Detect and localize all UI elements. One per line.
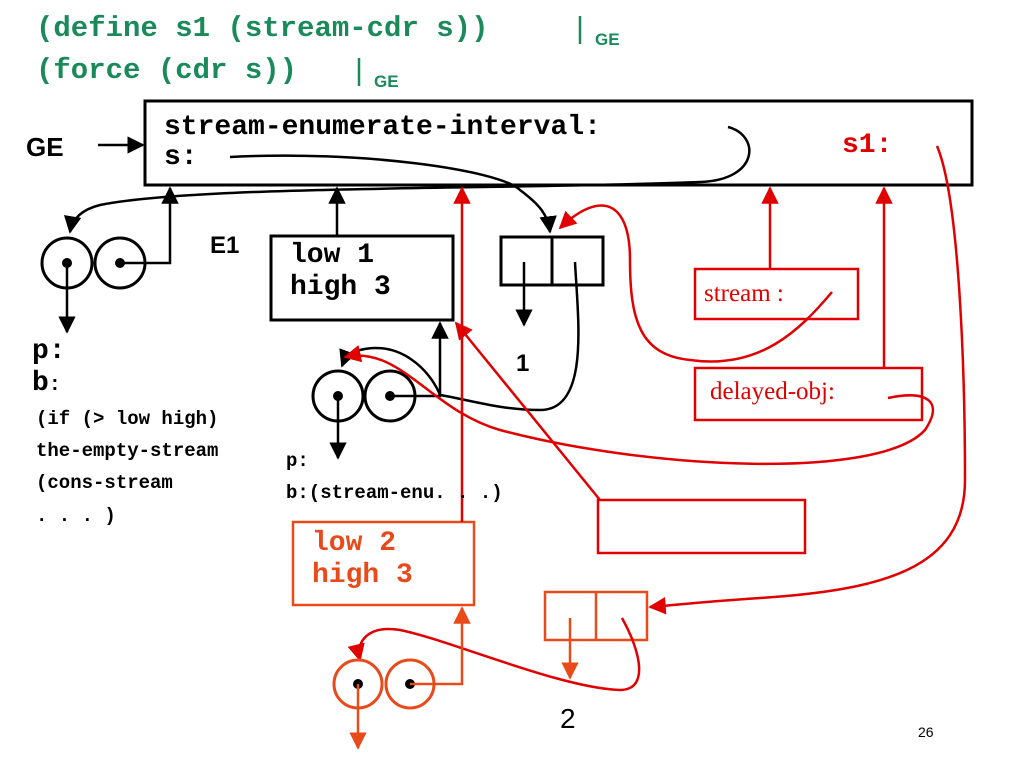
stream-pair-1 [439, 235, 605, 412]
ge-label: GE [26, 132, 64, 162]
s-binding-arrow [229, 154, 557, 234]
ge-binding-s1: s1: [842, 130, 893, 161]
stream-object-label: stream : [704, 280, 784, 307]
pair2-car-value: 2 [560, 703, 576, 734]
procedure-body-line-3: (cons-stream [36, 472, 173, 494]
slide-number: 26 [918, 724, 934, 740]
e2-binding-high: high 3 [312, 560, 413, 591]
orange-procedure-object [332, 606, 471, 750]
procedure-body-line-2: the-empty-stream [36, 440, 219, 462]
header-line-2: (force (cdr s)) [36, 54, 298, 87]
ge-binding-s: s: [164, 142, 198, 173]
e2-frame [291, 520, 476, 607]
ge-binding-sei: stream-enumerate-interval: [164, 112, 601, 143]
procedure-param: p: [32, 336, 66, 367]
empty-red-box [596, 498, 807, 555]
empty-box-to-e1-arrow [454, 321, 601, 501]
e1-frame [269, 234, 455, 322]
e1-label: E1 [210, 232, 240, 259]
procedure-object [40, 186, 179, 334]
header-line-1: (define s1 (stream-cdr s)) [36, 12, 489, 45]
delayed-to-proc-arrow [343, 345, 935, 466]
s1-binding-arrow [648, 145, 967, 615]
stream-pair-2 [347, 590, 649, 692]
inner-procedure-object [311, 321, 449, 460]
inner-procedure-param: p: [286, 450, 309, 472]
procedure-body-letter: b [32, 368, 49, 399]
delayed-obj-box [693, 366, 924, 422]
e1-binding-low: low 1 [290, 240, 375, 271]
pair-car-value: 1 [516, 350, 530, 377]
stream-to-pair-arrow [558, 204, 833, 363]
procedure-body-line-1: (if (> low high) [36, 408, 219, 430]
inner-procedure-body: b:(stream-enu. . .) [286, 482, 503, 504]
e2-binding-low: low 2 [312, 528, 397, 559]
stream-object-box [693, 267, 860, 321]
delayed-obj-label: delayed-obj: [710, 378, 835, 405]
procedure-body-line-4: . . . ) [36, 505, 116, 527]
header-line-1-env: GE [595, 30, 620, 49]
procedure-body-label: b: [32, 368, 61, 399]
procedure-body-colon: : [48, 374, 61, 397]
sei-binding-arrow [63, 125, 751, 234]
header-line-2-env: GE [374, 72, 399, 91]
e1-binding-high: high 3 [290, 272, 391, 303]
